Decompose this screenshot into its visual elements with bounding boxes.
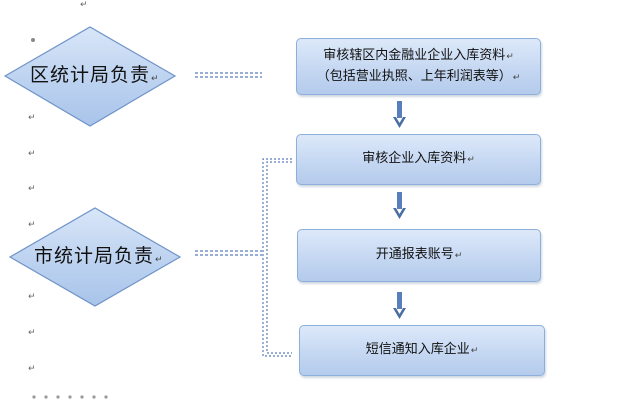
- para-mark: ↵: [28, 184, 36, 194]
- bullet-dot: [31, 38, 35, 42]
- para-mark: ↵: [28, 220, 36, 230]
- city-bracket: [262, 158, 292, 357]
- city-diamond: [8, 207, 182, 307]
- district-diamond: [3, 26, 177, 127]
- bottom-dots: [32, 395, 108, 399]
- district-connector: [195, 72, 262, 78]
- arrow-3: [393, 292, 406, 319]
- arrow-2: [393, 192, 406, 219]
- para-mark: ↵: [80, 0, 88, 10]
- para-mark: ↵: [28, 364, 36, 374]
- review-materials-box: 审核辖区内金融业企业入库资料↵ （包括营业执照、上年利润表等）↵: [296, 38, 541, 95]
- city-connector: [195, 250, 262, 256]
- para-mark: ↵: [28, 113, 36, 123]
- city-label: 市统计局负责↵: [34, 245, 164, 267]
- arrow-1: [393, 101, 406, 128]
- para-mark: ↵: [28, 328, 36, 338]
- review-entry-box: 审核企业入库资料↵: [296, 134, 541, 185]
- sms-notify-box: 短信通知入库企业↵: [299, 325, 545, 376]
- review-materials-line-2: （包括营业执照、上年利润表等）↵: [316, 68, 521, 84]
- para-mark: ↵: [28, 149, 36, 159]
- district-label: 区统计局负责↵: [30, 64, 160, 86]
- open-account-box: 开通报表账号↵: [297, 229, 541, 282]
- review-materials-line-1: 审核辖区内金融业企业入库资料↵: [323, 47, 514, 63]
- para-mark: ↵: [28, 292, 36, 302]
